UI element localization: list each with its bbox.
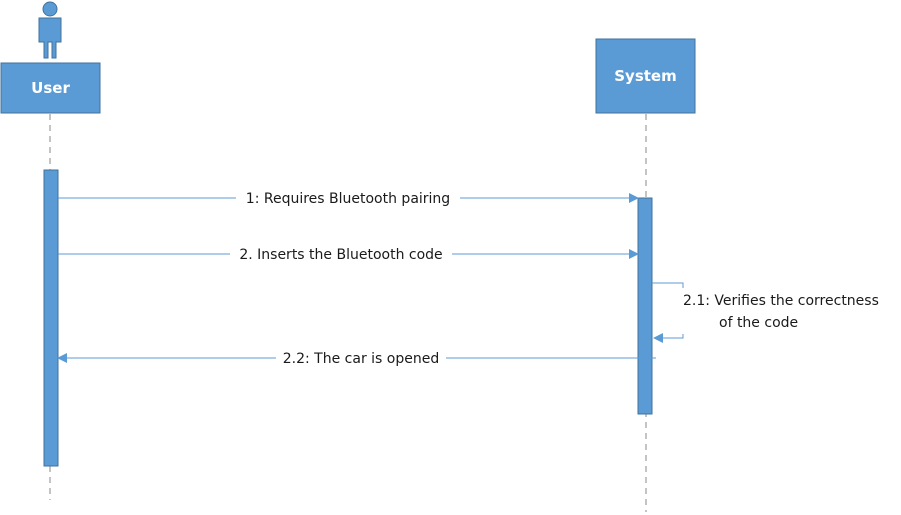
message-2-2-label-bg [276,348,446,368]
message-2[interactable]: 2. Inserts the Bluetooth code [58,244,639,264]
message-1-label: 1: Requires Bluetooth pairing [246,191,450,207]
system-activation-bar [637,197,653,415]
actor-icon [38,1,62,59]
message-1-label-bg [236,188,460,208]
participant-user-box [0,62,101,114]
message-2-1-label-bg [679,288,897,334]
message-2-2[interactable]: 2.2: The car is opened [57,348,656,368]
participant-user-label: User [31,79,70,97]
message-2-1-arrow [652,282,684,343]
message-2-2-label: 2.2: The car is opened [283,351,439,367]
participant-system[interactable]: System [595,38,696,114]
user-activation-bar [43,169,59,467]
participant-user[interactable]: User [0,62,101,114]
participant-system-label: System [614,67,676,85]
message-1[interactable]: 1: Requires Bluetooth pairing [58,188,639,208]
message-2-1-label: 2.1: Verifies the correctness of the cod… [683,293,883,331]
participant-system-box [595,38,696,114]
message-2-1-self[interactable]: 2.1: Verifies the correctness of the cod… [652,282,897,343]
message-2-1-label-line-1: 2.1: Verifies the correctness [683,293,879,309]
message-2-label: 2. Inserts the Bluetooth code [239,247,442,263]
message-2-label-bg [230,244,452,264]
message-2-1-label-line-2: of the code [719,315,798,331]
